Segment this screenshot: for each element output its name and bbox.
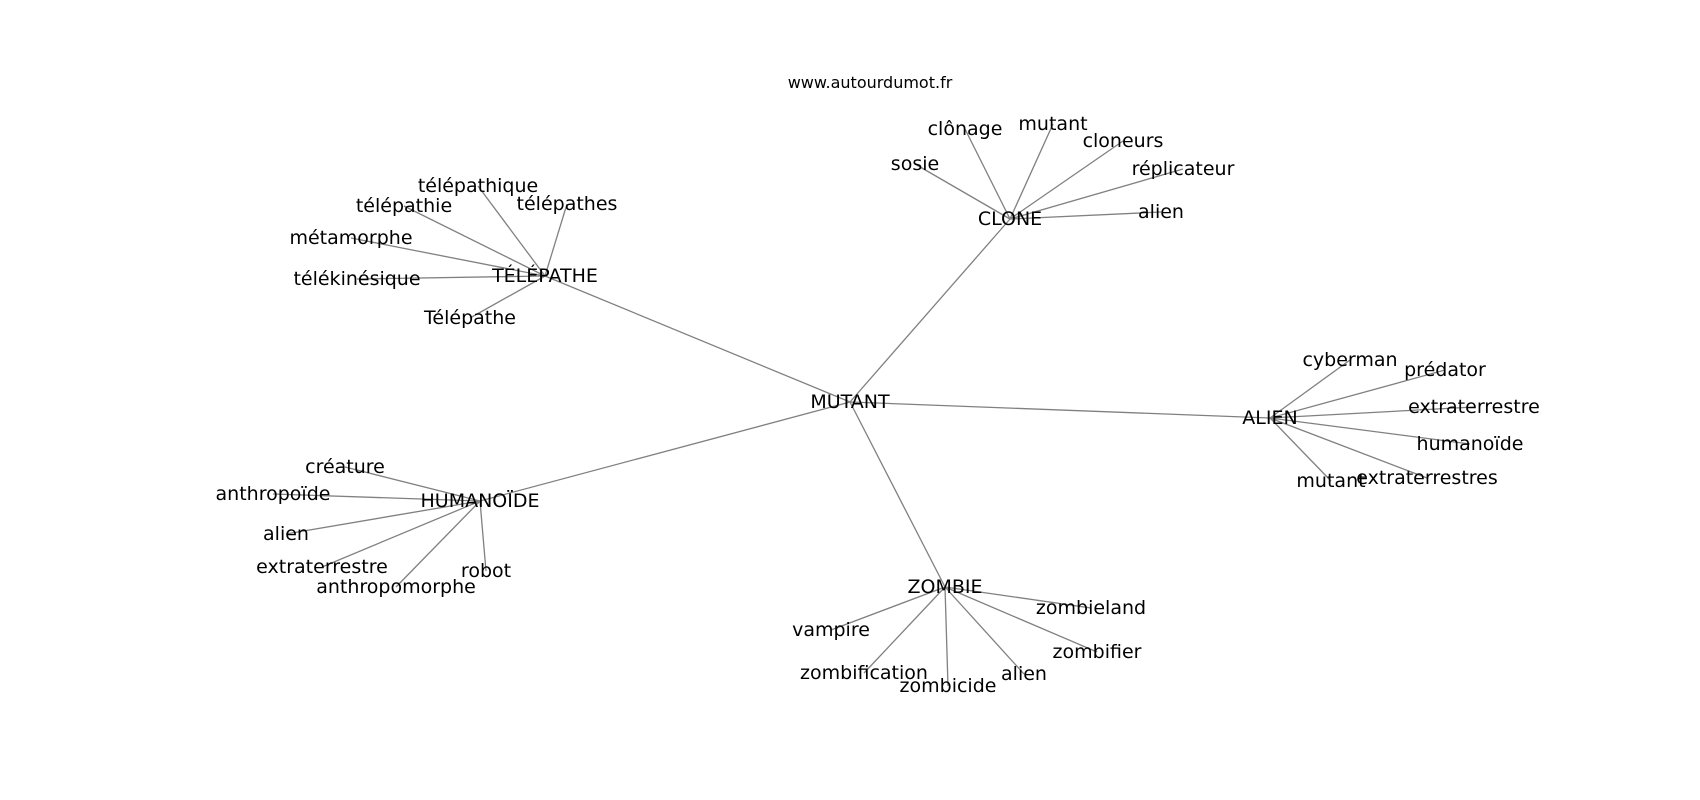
edge-telepathe-leaf <box>403 205 546 277</box>
center-node-label: MUTANT <box>810 391 890 413</box>
edge-clone-leaf <box>914 163 1011 220</box>
leaf-node-label: télépathique <box>418 175 538 197</box>
edge-center-zombie <box>849 401 946 588</box>
leaf-node-label: humanoïde <box>1417 433 1524 455</box>
edge-zombie-leaf <box>944 586 1025 675</box>
edge-center-clone <box>849 218 1011 403</box>
edge-zombie-leaf <box>830 586 946 631</box>
edge-center-telepathe <box>544 275 851 403</box>
leaf-node-label: prédator <box>1404 359 1486 381</box>
leaf-node-label: alien <box>1001 663 1047 685</box>
watermark: www.autourdumot.fr <box>788 73 953 92</box>
hub-node-label-clone: CLONE <box>978 208 1042 230</box>
edge-zombie-leaf <box>944 586 1098 653</box>
edge-clone-leaf <box>1009 123 1054 220</box>
leaf-node-label: anthropoïde <box>216 483 331 505</box>
edge-humanoide-leaf <box>272 493 481 502</box>
leaf-node-label: télépathie <box>356 195 452 217</box>
edge-humanoide-leaf <box>344 466 481 502</box>
leaf-node-label: créature <box>305 456 385 478</box>
edge-alien-leaf <box>1269 369 1446 419</box>
leaf-node-label: zombicide <box>900 675 997 697</box>
edge-telepathe-leaf <box>356 275 546 280</box>
leaf-node-label: robot <box>461 560 511 582</box>
leaf-node-label: Télépathe <box>423 307 516 329</box>
hub-node-label-telepathe: TÉLÉPATHE <box>491 264 598 287</box>
edge-telepathe-leaf <box>469 275 546 319</box>
edge-telepathe-leaf <box>350 237 546 277</box>
edge-alien-leaf <box>1269 406 1475 419</box>
graph-edges <box>272 123 1475 687</box>
edge-humanoide-leaf <box>285 500 481 535</box>
edge-clone-leaf <box>964 128 1011 220</box>
leaf-node-label: zombifier <box>1053 641 1142 663</box>
edge-telepathe-leaf <box>544 203 568 277</box>
leaf-node-label: télékinésique <box>293 268 420 290</box>
leaf-node-label: extraterrestres <box>1356 467 1498 489</box>
edge-zombie-leaf <box>944 586 1092 609</box>
leaf-node-label: clônage <box>928 118 1003 140</box>
leaf-node-label: alien <box>1138 201 1184 223</box>
leaf-node-label: alien <box>263 523 309 545</box>
leaf-node-label: télépathes <box>517 193 618 215</box>
edge-alien-leaf <box>1269 417 1471 445</box>
edge-alien-leaf <box>1269 417 1332 482</box>
edge-zombie-leaf <box>944 586 949 687</box>
edge-humanoide-leaf <box>479 500 487 572</box>
edge-clone-leaf <box>1009 168 1184 220</box>
leaf-node-label: zombieland <box>1036 597 1146 619</box>
hub-node-label-alien: ALIEN <box>1242 407 1297 429</box>
leaf-node-label: vampire <box>792 619 870 641</box>
edge-center-humanoide <box>479 401 851 502</box>
leaf-node-label: mutant <box>1018 113 1087 135</box>
leaf-node-label: anthropomorphe <box>316 576 476 598</box>
edge-clone-leaf <box>1009 211 1162 220</box>
edge-center-alien <box>849 401 1271 419</box>
edge-telepathe-leaf <box>477 185 546 277</box>
leaf-node-label: extraterrestre <box>256 556 388 578</box>
edge-clone-leaf <box>1009 140 1124 220</box>
hub-node-label-zombie: ZOMBIE <box>907 576 982 598</box>
leaf-node-label: extraterrestre <box>1408 396 1540 418</box>
edge-humanoide-leaf <box>321 500 481 568</box>
leaf-node-label: cyberman <box>1302 349 1397 371</box>
edge-alien-leaf <box>1269 417 1428 479</box>
leaf-node-label: cloneurs <box>1083 130 1164 152</box>
edge-alien-leaf <box>1269 359 1351 419</box>
leaf-node-label: sosie <box>891 153 939 175</box>
leaf-node-label: métamorphe <box>289 227 412 249</box>
leaf-node-label: mutant <box>1296 470 1365 492</box>
edge-zombie-leaf <box>863 586 946 674</box>
edge-humanoide-leaf <box>395 500 481 588</box>
leaf-node-label: zombification <box>800 662 928 684</box>
hub-node-label-humanoide: HUMANOÏDE <box>421 489 540 512</box>
leaf-node-label: réplicateur <box>1132 158 1235 180</box>
